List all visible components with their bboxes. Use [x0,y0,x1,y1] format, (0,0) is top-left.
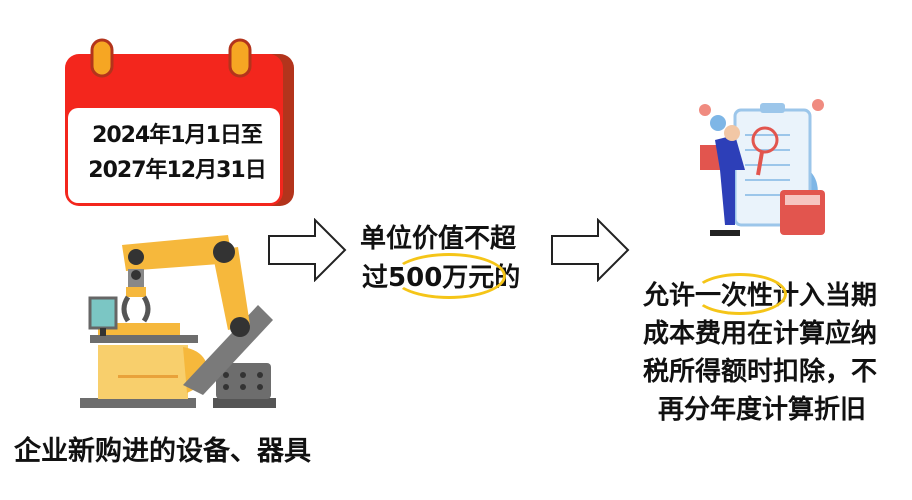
calendar-icon [62,38,298,210]
date-range-start: 2024年1月1日至 [92,123,263,148]
arrow-right-icon [550,217,630,286]
result-line3: 税所得额时扣除，不 [643,357,878,387]
robot-arm-icon [78,235,278,420]
date-range-end: 2027年12月31日 [88,158,266,183]
result-prefix: 允许 [643,281,696,311]
result-suffix: 计入当期 [773,281,878,311]
accountant-illustration-icon [690,95,840,245]
result-line2: 成本费用在计算应纳 [643,319,878,349]
left-caption: 企业新购进的设备、器具 [14,436,311,467]
condition-prefix: 过 [362,263,389,293]
condition-line1: 单位价值不超 [360,224,517,254]
highlight-ellipse [392,253,506,299]
result-line4: 再分年度计算折旧 [658,395,867,425]
highlight-ellipse [693,273,787,315]
arrow-right-icon [267,217,347,286]
